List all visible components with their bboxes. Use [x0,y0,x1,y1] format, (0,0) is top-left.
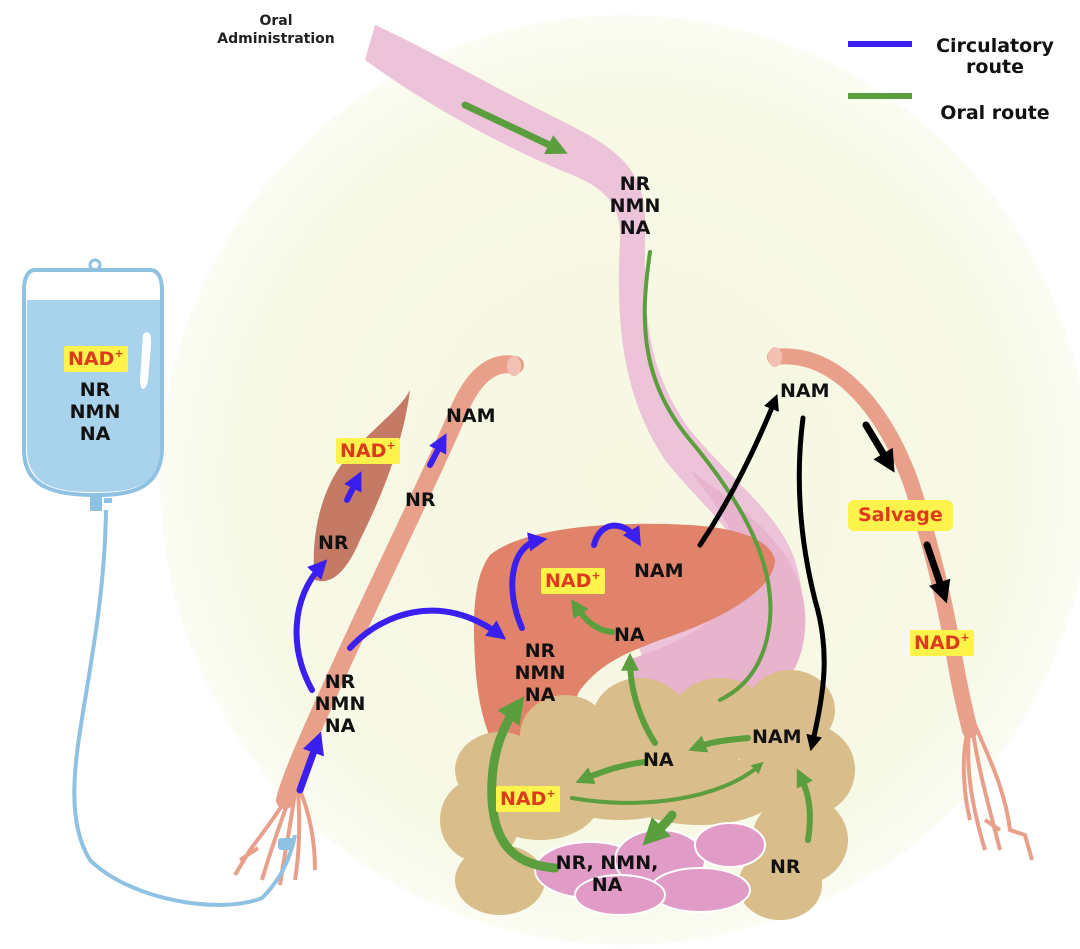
esophagus-nmn: NMN [609,194,661,217]
vessel-nr: NR [405,489,436,511]
liver-na: NA [614,624,645,646]
intestine-mix-line1: NR, NMN, [555,852,659,874]
iv-catheter [278,838,294,850]
iv-nr: NR [79,379,111,401]
oral-arrow-na-to-nad-liver [571,599,615,635]
liver-na-2: NA [524,683,556,706]
circulatory-route-arrows [293,433,641,794]
intestine-mix: NR, NMN, NA [552,852,662,897]
oral-arrow-nam-to-na [688,735,751,753]
legend-oral: Oral route [940,102,1050,124]
oral-admin-line1: Oral [259,13,293,29]
salvage-badge: Salvage [848,500,953,531]
muscle-nr: NR [318,532,349,554]
circ-arrow-liver-to-nad [509,532,548,631]
liver-nmn: NMN [514,661,566,684]
legend-circulatory: Circulatory route [920,36,1070,78]
circ-arrow-muscle-nad [344,471,362,503]
iv-na: NA [79,422,111,445]
intestine-nam: NAM [752,726,802,748]
oral-line-gi [642,250,773,702]
right-capillaries [961,724,1034,861]
esophagus-na: NA [619,216,651,239]
arm-nr: NR [324,671,356,693]
arrow-vessel-nam-to-intestine [796,415,827,752]
oral-admin-line2: Administration [217,31,335,48]
intestine-nad-badge: NAD+ [496,786,560,812]
oral-arrow-na-to-nad [575,759,648,784]
iv-nmn: NMN [69,400,121,423]
circ-arrow-arm-up [296,731,324,794]
arm-vessel-contents: NR NMN NA [300,671,380,738]
circ-arrow-vessel-nam [427,433,447,468]
iv-tube [72,509,297,907]
liver-nad-badge: NAD+ [541,568,605,594]
circ-arrow-to-muscle [293,559,328,693]
oral-arrow-to-small-intestine [642,810,677,846]
liver-nr: NR [524,640,556,662]
oral-arrow-nr-to-nam [796,768,813,843]
intestine-nr: NR [770,856,801,878]
legend-circulatory-line1: Circulatory [936,35,1054,57]
muscle-nad-badge: NAD+ [336,438,400,464]
muscle [313,390,410,582]
arm-nmn: NMN [314,692,366,715]
right-vessel [767,348,978,738]
liver-nam: NAM [634,560,684,582]
arrow-liver-nam-to-vessel [697,394,779,548]
legend-circulatory-line2: route [966,55,1024,78]
circ-arrow-nad-to-nam [591,522,641,548]
salvage-arrows [697,394,951,752]
vessel-nam: NAM [446,405,496,427]
iv-nad-badge: NAD+ [64,346,128,372]
arrow-salvage-2 [923,541,951,604]
esophagus-contents: NR NMN NA [595,173,675,240]
small-intestine [534,822,766,916]
background-circle [160,15,1080,945]
right-vessel-nad-badge: NAD+ [910,630,974,656]
oral-route-arrows [461,101,813,873]
oral-arrow-nad-to-nam [570,761,764,805]
right-vessel-nam: NAM [780,380,830,402]
oral-arrow-esophagus [461,101,568,155]
circ-arrow-to-liver [347,607,507,651]
oral-administration-label: Oral Administration [196,12,356,48]
oral-arrow-na-to-liver [621,652,658,746]
arm-na: NA [324,714,356,737]
arrow-salvage-1 [862,421,895,473]
vessel-end [768,347,782,367]
iv-bag-contents: NR NMN NA [55,379,135,446]
intestine-na: NA [643,749,674,771]
liver-contents: NR NMN NA [500,640,580,707]
intestine-mix-line2: NA [591,873,623,896]
oral-arrow-to-liver [487,696,560,873]
vessel-end [507,356,521,376]
esophagus-nr: NR [619,173,651,195]
